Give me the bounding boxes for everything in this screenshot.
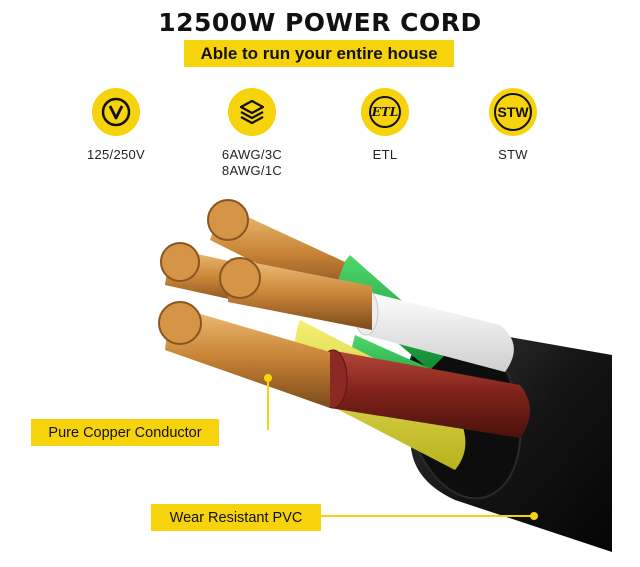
- wire-gauge-layers-icon: [228, 88, 276, 136]
- stw-icon: STW: [489, 88, 537, 136]
- etl-listed-icon: ETL: [361, 88, 409, 136]
- copper-strand-middle: [219, 257, 372, 330]
- feature-voltage: 125/250V: [61, 88, 171, 163]
- feature-label: ETL: [372, 147, 398, 162]
- feature-label: 125/250V: [86, 147, 146, 162]
- subtitle-banner: Able to run your entire house: [184, 40, 454, 67]
- feature-wire-gauge: 6AWG/3C 8AWG/1C: [197, 88, 307, 179]
- callout-pure-copper-conductor: Pure Copper Conductor: [31, 419, 219, 446]
- jacket-leader-line: [320, 512, 538, 520]
- feature-label: 6AWG/3C 8AWG/1C: [221, 147, 283, 178]
- voltage-icon: [92, 88, 140, 136]
- stw-badge-text: STW: [497, 104, 529, 120]
- etl-mark-text: ETL: [371, 105, 399, 119]
- feature-label: STW: [498, 147, 528, 162]
- feature-etl: ETL ETL: [330, 88, 440, 163]
- conductor-leader-line: [264, 374, 272, 430]
- callout-wear-resistant-pvc: Wear Resistant PVC: [151, 504, 321, 531]
- copper-strand-bottom: [158, 301, 330, 408]
- page-title: 12500W POWER CORD: [158, 8, 482, 37]
- feature-stw: STW STW: [458, 88, 568, 163]
